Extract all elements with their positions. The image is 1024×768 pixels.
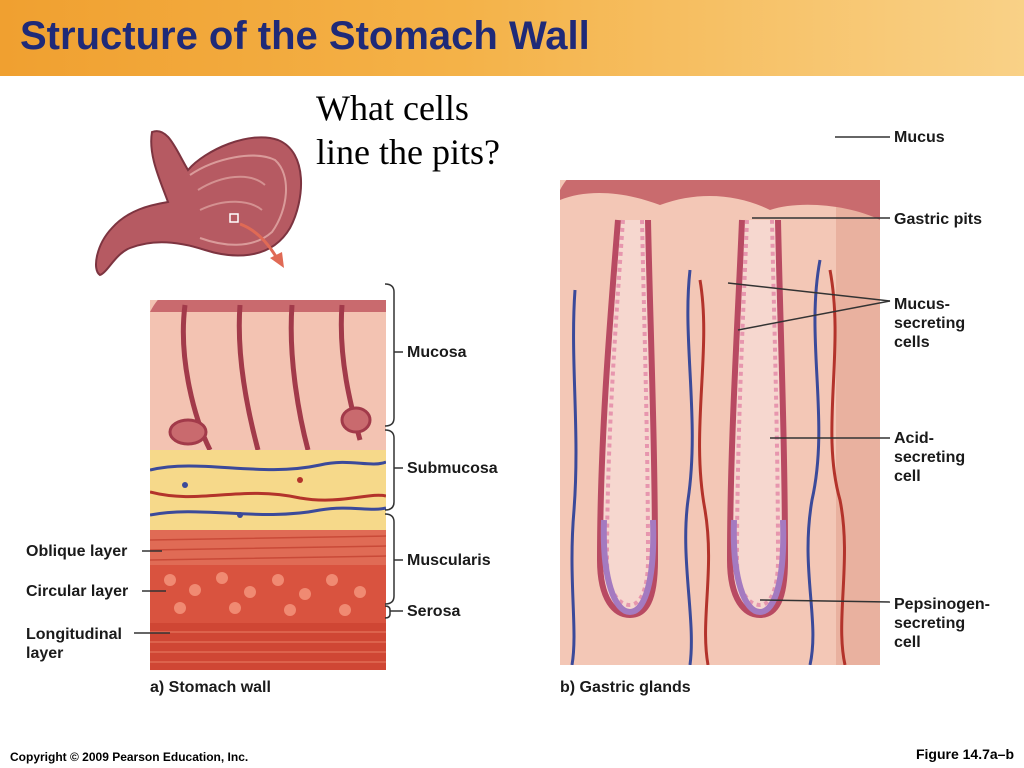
label-gastric-pits: Gastric pits [894,211,983,228]
copyright-text: Copyright © 2009 Pearson Education, Inc. [10,750,249,764]
label-pepsinogen-secreting-cell: Pepsinogen- secreting cell [894,595,990,652]
label-pepsinogen-line-3: cell [894,634,921,651]
title-bar [0,0,1024,76]
panel-b-leaders [727,136,891,603]
question-line-1: What cells [316,88,469,128]
label-mucus-secreting-line-1: Mucus- [894,296,950,313]
label-acid-secreting-line-3: cell [894,468,921,485]
label-mucus-secreting-cells: Mucus- secreting cells [894,295,965,352]
label-oblique-layer: Oblique layer [26,543,128,560]
caption-gastric-glands: b) Gastric glands [560,679,691,696]
question-text: What cells line the pits? [316,86,500,174]
label-mucus-secreting-line-3: cells [894,334,930,351]
label-muscularis: Muscularis [407,552,491,569]
label-pepsinogen-line-2: secreting [894,615,966,632]
label-acid-secreting-cell: Acid- secreting cell [894,429,965,486]
label-serosa: Serosa [407,603,461,620]
label-longitudinal-line-2: layer [26,645,64,662]
label-pepsinogen-line-1: Pepsinogen- [894,596,991,613]
question-line-2: line the pits? [316,132,500,172]
label-mucus: Mucus [894,129,945,146]
label-mucus-secreting-line-2: secreting [894,315,966,332]
figure-reference: Figure 14.7a–b [915,746,1014,762]
label-acid-secreting-line-2: secreting [894,449,966,466]
label-longitudinal-layer: Longitudinal layer [26,625,122,663]
label-circular-layer: Circular layer [26,583,129,600]
label-acid-secreting-line-1: Acid- [894,430,934,447]
label-mucosa: Mucosa [407,344,467,361]
stomach-wall-block [150,300,386,670]
panel-a-leaders [134,550,170,634]
gastric-glands-block [560,180,880,665]
stomach-organ-illustration [95,130,303,277]
label-submucosa: Submucosa [407,460,498,477]
panel-a-brackets [384,283,403,619]
caption-stomach-wall: a) Stomach wall [150,679,271,696]
label-longitudinal-line-1: Longitudinal [26,626,122,643]
slide-title: Structure of the Stomach Wall [20,14,590,58]
